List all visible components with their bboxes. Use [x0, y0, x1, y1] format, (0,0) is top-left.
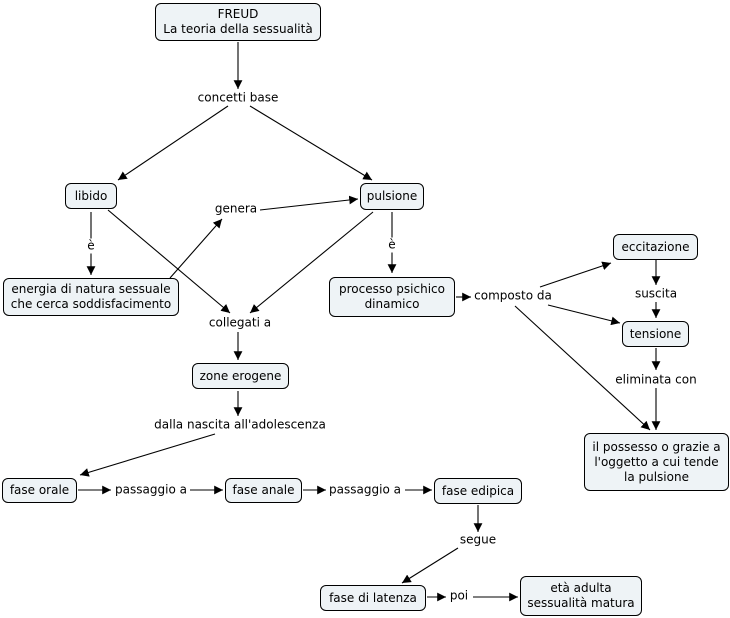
line-composto-eccitazione: [539, 261, 612, 288]
line-concetti-pulsione: [249, 105, 373, 181]
line-composto-tensione: [547, 304, 621, 326]
node-fase-edipica[interactable]: fase edipica: [434, 478, 522, 504]
line-dalla-orale: [79, 433, 216, 477]
node-orale-label: fase orale: [9, 483, 70, 497]
node-freud-line1: FREUD: [217, 7, 259, 21]
link-suscita: suscita: [632, 286, 680, 302]
node-adulta-line1: età adulta: [550, 581, 612, 595]
node-tensione-label: tensione: [629, 326, 682, 341]
link-composto-da: composto da: [472, 288, 554, 304]
line-concetti-libido: [117, 105, 229, 181]
link-segue: segue: [457, 532, 499, 548]
node-energia[interactable]: energia di natura sessuale che cerca sod…: [3, 278, 179, 316]
link-collegati-a: collegati a: [206, 315, 274, 331]
link-genera: genera: [212, 201, 260, 217]
line-composto-possesso: [514, 305, 651, 431]
node-eta-adulta[interactable]: età adulta sessualità matura: [520, 576, 642, 616]
node-zone-label: zone erogene: [199, 368, 282, 383]
node-energia-line2: che cerca soddisfacimento: [10, 297, 172, 311]
line-energia-genera: [169, 218, 223, 279]
node-eccitazione[interactable]: eccitazione: [613, 234, 698, 260]
node-pulsione[interactable]: pulsione: [360, 183, 424, 210]
line-segue-latenza: [401, 547, 459, 584]
node-edipica-label: fase edipica: [441, 483, 515, 498]
node-libido[interactable]: libido: [65, 183, 117, 209]
node-anale-label: fase anale: [232, 483, 295, 497]
node-pulsione-label: pulsione: [366, 189, 418, 203]
node-fase-anale[interactable]: fase anale: [225, 478, 302, 503]
node-freud[interactable]: FREUD La teoria della sessualità: [155, 3, 321, 41]
line-pulsione-collegati: [249, 211, 374, 314]
link-passaggio-a-1: passaggio a: [113, 482, 189, 498]
node-tensione[interactable]: tensione: [622, 321, 689, 347]
node-possesso-line2: l'oggetto a cui tende: [594, 454, 719, 469]
node-processo-line1: processo psichico: [339, 282, 445, 296]
link-passaggio-a-2: passaggio a: [327, 482, 403, 498]
link-e-pulsione: è: [386, 237, 398, 253]
node-fase-latenza[interactable]: fase di latenza: [320, 585, 426, 611]
link-eliminata-con: eliminata con: [613, 372, 699, 388]
line-genera-pulsione: [259, 195, 359, 211]
node-freud-line2: La teoria della sessualità: [163, 22, 313, 36]
link-poi: poi: [447, 588, 471, 604]
line-libido-collegati: [107, 209, 231, 314]
node-fase-orale[interactable]: fase orale: [2, 478, 77, 503]
node-latenza-label: fase di latenza: [329, 590, 417, 605]
node-adulta-line2: sessualità matura: [527, 596, 635, 610]
node-possesso-line1: il possesso o grazie a: [592, 439, 721, 454]
node-eccitazione-label: eccitazione: [621, 239, 690, 254]
link-e-libido: è: [85, 238, 97, 254]
node-possesso-line3: la pulsione: [624, 469, 689, 484]
node-zone-erogene[interactable]: zone erogene: [192, 363, 289, 389]
node-energia-line1: energia di natura sessuale: [11, 282, 171, 296]
link-concetti-base: concetti base: [195, 90, 281, 106]
node-libido-label: libido: [74, 188, 108, 203]
link-dalla-nascita: dalla nascita all'adolescenza: [152, 417, 328, 433]
node-possesso[interactable]: il possesso o grazie a l'oggetto a cui t…: [584, 433, 729, 491]
node-processo[interactable]: processo psichico dinamico: [329, 277, 455, 317]
node-processo-line2: dinamico: [364, 297, 420, 311]
